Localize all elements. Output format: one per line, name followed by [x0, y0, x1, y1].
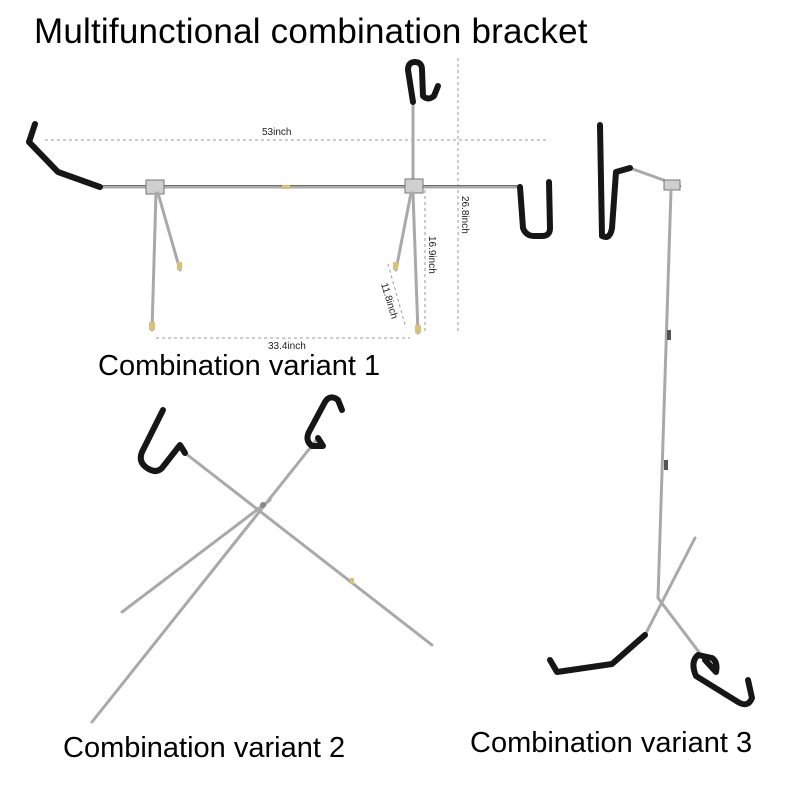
variant-2-left-hook-icon: [137, 407, 188, 474]
left-leg-back: [156, 191, 182, 272]
variant-2-right-hook-icon: [304, 394, 345, 449]
dim-label-leg-height: 16.9inch: [426, 236, 437, 274]
right-leg-front: [411, 191, 420, 335]
rod-joint: [282, 185, 290, 189]
variant-2-rod-a: [183, 451, 434, 647]
page-title: Multifunctional combination bracket: [34, 12, 588, 51]
dim-label-total-length: 53inch: [262, 127, 291, 138]
variant-1-caption: Combination variant 1: [98, 350, 381, 382]
variant-2-rod-c: [120, 498, 272, 614]
left-hook-icon: [26, 121, 103, 190]
dim-label-leg-span: 33.4inch: [268, 341, 306, 352]
variant-3-illustration: [547, 122, 755, 708]
variant-3-connector: [663, 179, 681, 191]
variant-2-caption: Combination variant 2: [63, 732, 346, 764]
left-leg-front: [150, 191, 158, 332]
variant-2-rod-b: [90, 436, 320, 724]
dim-label-leg-length: 11.8inch: [378, 282, 399, 321]
variant-3-caption: Combination variant 3: [470, 727, 753, 759]
variant-3-bottom-left-hook-icon: [547, 632, 648, 675]
right-connector: [404, 178, 424, 194]
variant-3-bottom-right-hook-icon: [690, 652, 755, 708]
variant-3-vertical-rod: [656, 188, 673, 600]
variant-1-illustration: 53inch 26.8inch 16.9inch 11.8inch 33.4in…: [26, 58, 553, 352]
dim-line-leg-length: [387, 263, 407, 329]
top-hook-icon: [405, 59, 441, 105]
variant-2-pivot: [260, 502, 266, 508]
variant-2-illustration: [90, 394, 434, 724]
variant-3-lower-rod-a: [643, 536, 697, 637]
variant-3-lower-rod-b: [656, 596, 707, 662]
right-leg-back: [394, 191, 413, 272]
variant-3-top-hook-icon: [597, 122, 633, 240]
dim-label-total-height: 26.8inch: [459, 196, 470, 234]
right-hook-icon: [517, 179, 553, 239]
